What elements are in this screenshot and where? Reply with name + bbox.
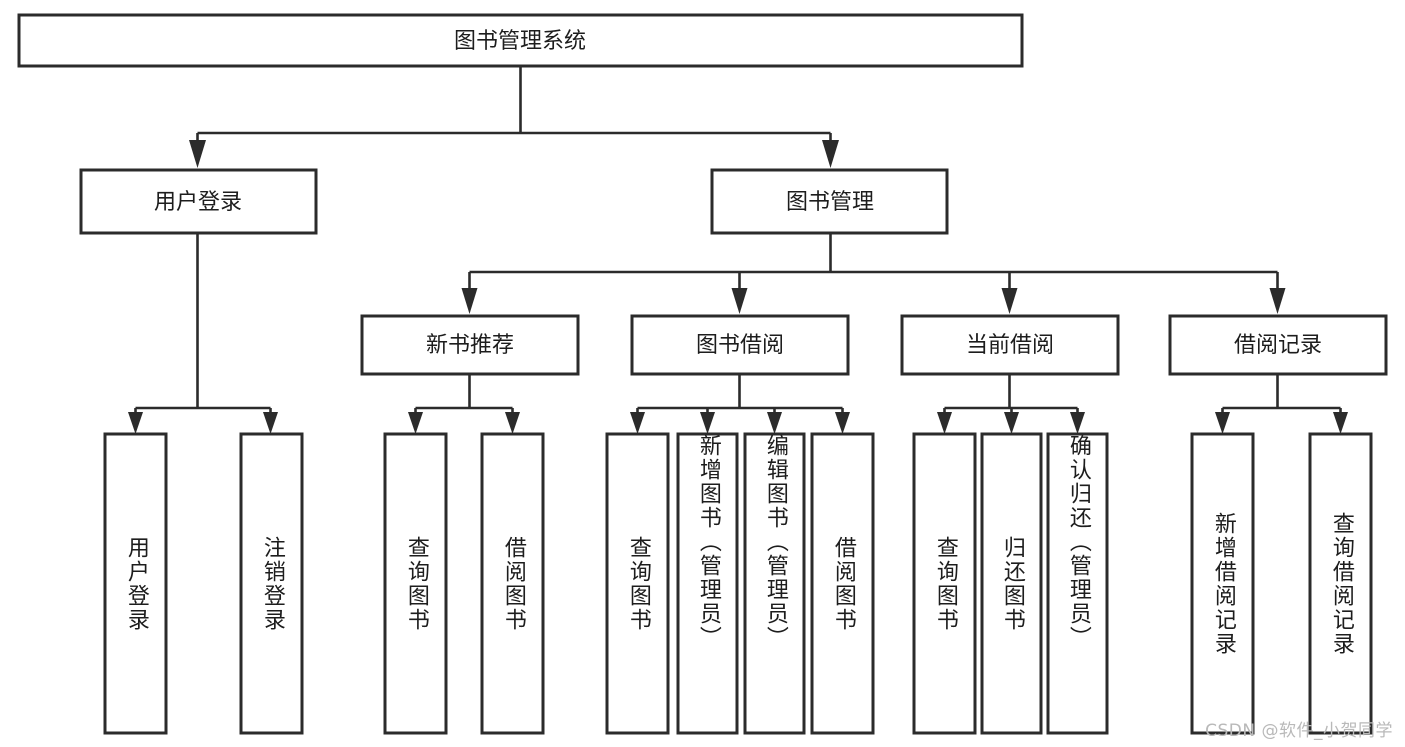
node-borrow-record[interactable]: 借阅记录 — [1168, 314, 1388, 376]
edges-layer — [128, 66, 1348, 434]
arrow-cb-leaf-3 — [1070, 412, 1085, 434]
node-user-login-box[interactable] — [79, 168, 318, 235]
arrow-bm-c4 — [1269, 288, 1286, 314]
node-user-login-label: 用户登录 — [154, 190, 242, 215]
arrow-bb-leaf-3 — [767, 412, 782, 434]
node-book-management[interactable]: 图书管理 — [710, 168, 949, 235]
node-borrow-record-label: 借阅记录 — [1234, 333, 1322, 358]
node-new-book-recommend[interactable]: 新书推荐 — [360, 314, 580, 376]
leaf-box-bb-borrow-book[interactable] — [810, 432, 875, 735]
leaf-box-bb-edit-book[interactable] — [743, 432, 806, 735]
arrow-bb-leaf-1 — [630, 412, 645, 434]
node-book-borrow-box[interactable] — [630, 314, 850, 376]
leaf-box-logout-login[interactable] — [239, 432, 304, 735]
leaf-box-bb-query-book[interactable] — [605, 432, 670, 735]
arrow-nb-leaf-2 — [505, 412, 520, 434]
leaf-box-cb-return-book[interactable] — [980, 432, 1043, 735]
arrow-br-leaf-2 — [1333, 412, 1348, 434]
node-current-borrow-box[interactable] — [900, 314, 1120, 376]
arrow-bb-leaf-2 — [700, 412, 715, 434]
leaf-box-nb-borrow-book[interactable] — [480, 432, 545, 735]
arrow-br-leaf-1 — [1215, 412, 1230, 434]
csdn-watermark: CSDN @软件_小贺同学 — [1205, 721, 1393, 741]
leaf-box-br-query-record[interactable] — [1308, 432, 1373, 735]
node-borrow-record-box[interactable] — [1168, 314, 1388, 376]
arrow-login-leaf-1 — [128, 412, 143, 434]
leaf-box-user-login[interactable] — [103, 432, 168, 735]
arrow-bm-c1 — [461, 288, 478, 314]
arrow-nb-leaf-1 — [408, 412, 423, 434]
node-new-book-recommend-label: 新书推荐 — [426, 333, 514, 358]
leaf-box-br-add-record[interactable] — [1190, 432, 1255, 735]
node-book-borrow-label: 图书借阅 — [696, 333, 784, 358]
leaf-box-cb-query-book[interactable] — [912, 432, 977, 735]
leaf-boxes-layer — [103, 432, 1373, 735]
leaf-box-cb-confirm-return[interactable] — [1046, 432, 1109, 735]
node-new-book-recommend-box[interactable] — [360, 314, 580, 376]
leaf-box-bb-add-book[interactable] — [676, 432, 739, 735]
node-book-management-box[interactable] — [710, 168, 949, 235]
node-root[interactable]: 图书管理系统 — [17, 13, 1024, 68]
node-user-login[interactable]: 用户登录 — [79, 168, 318, 235]
node-root-box[interactable] — [17, 13, 1024, 68]
arrow-login-leaf-2 — [263, 412, 278, 434]
node-current-borrow[interactable]: 当前借阅 — [900, 314, 1120, 376]
arrow-bb-leaf-4 — [835, 412, 850, 434]
arrow-root-to-login — [189, 140, 206, 168]
node-current-borrow-label: 当前借阅 — [966, 333, 1054, 358]
node-root-label: 图书管理系统 — [454, 29, 586, 54]
leaf-box-nb-query-book[interactable] — [383, 432, 448, 735]
arrow-cb-leaf-1 — [937, 412, 952, 434]
arrow-bm-c3 — [1001, 288, 1018, 314]
arrow-root-to-bookmgmt — [822, 140, 839, 168]
node-book-management-label: 图书管理 — [786, 190, 874, 215]
arrow-bm-c2 — [731, 288, 748, 314]
arrow-cb-leaf-2 — [1004, 412, 1019, 434]
node-book-borrow[interactable]: 图书借阅 — [630, 314, 850, 376]
